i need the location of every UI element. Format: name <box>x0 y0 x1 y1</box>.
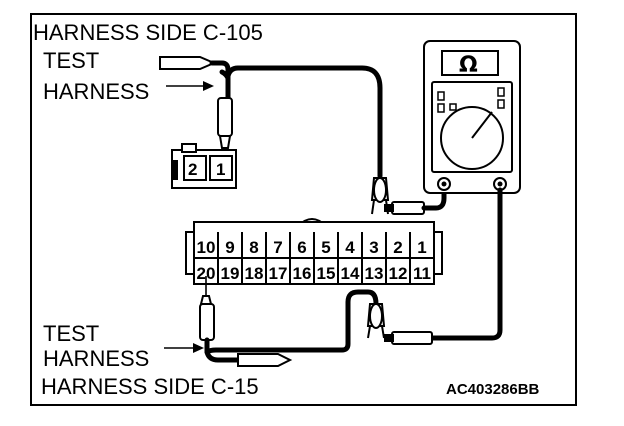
connector-pin-16: 16 <box>293 264 312 283</box>
harness-side-top-label: HARNESS SIDE C-105 <box>33 20 263 45</box>
multimeter-indicator-5 <box>449 103 457 111</box>
upper-clip-head <box>373 177 387 203</box>
bottom-harness-wire-to-clip <box>204 289 379 355</box>
connector-pin-9: 9 <box>225 238 234 257</box>
connector-pin-20: 20 <box>197 264 216 283</box>
ohm-symbol: Ω <box>459 53 478 78</box>
multimeter-indicator-3 <box>497 87 505 97</box>
connector-pin-19: 19 <box>221 264 240 283</box>
bottom-harness-probe-tip <box>199 295 213 305</box>
bottom-leader-arrow <box>164 343 204 353</box>
multimeter: Ω <box>423 40 521 194</box>
top-harness-tail-plug <box>159 56 217 70</box>
bottom-harness-probe-body <box>199 303 215 341</box>
connector-pin-7: 7 <box>273 238 282 257</box>
connector-pin-8: 8 <box>249 238 258 257</box>
small-connector-pin-cell-1 <box>209 155 233 181</box>
multimeter-indicator-4 <box>497 99 505 109</box>
connector-pin-14: 14 <box>341 264 360 283</box>
figure-code: AC403286BB <box>446 381 540 398</box>
multimeter-display <box>441 50 499 76</box>
small-connector-lock <box>181 143 197 153</box>
connector-pin-6: 6 <box>297 238 306 257</box>
multimeter-jack-right-core <box>497 181 503 187</box>
top-leader-arrow <box>166 81 214 91</box>
connector-pin-10: 10 <box>197 238 216 257</box>
lower-meter-plug-collar <box>384 334 394 342</box>
big-connector-side-right <box>433 231 443 275</box>
multimeter-jack-left-core <box>441 181 447 187</box>
small-connector-side-tab <box>172 160 178 180</box>
big-connector-side-left <box>185 231 195 275</box>
meter-lead-lower <box>366 303 433 345</box>
connector-pin-15: 15 <box>317 264 336 283</box>
connector-pin-12: 12 <box>389 264 408 283</box>
bottom-harness-tail-plug <box>237 353 293 367</box>
top-harness-probe-body <box>217 97 233 137</box>
connector-pin-11: 11 <box>413 264 431 283</box>
connector-pin-1: 1 <box>417 238 426 257</box>
connector-pin-17: 17 <box>269 264 288 283</box>
connector-pin-18: 18 <box>245 264 264 283</box>
connector-pin-3: 3 <box>369 238 378 257</box>
harness-side-bottom-label: HARNESS SIDE C-15 <box>41 374 259 399</box>
connector-pin-2: 2 <box>393 238 402 257</box>
connector-pin-4: 4 <box>345 238 355 257</box>
lower-clip-head <box>369 303 383 329</box>
upper-meter-plug-collar <box>384 204 394 212</box>
small-connector-pin-cell-2 <box>183 155 207 181</box>
test-harness-bottom-label-line2: HARNESS <box>43 346 149 371</box>
meter-lead-upper <box>370 177 447 215</box>
big-connector-bottom-row: 20 19 18 17 16 15 14 13 12 11 <box>197 258 431 284</box>
top-harness-wire-to-meter <box>225 65 383 179</box>
top-harness-probe-tip <box>218 135 232 149</box>
upper-meter-wire <box>421 181 447 211</box>
top-test-harness <box>159 56 383 179</box>
test-harness-bottom-label-line1: TEST <box>43 321 99 346</box>
lower-meter-wire <box>429 187 503 341</box>
small-connector-pin-2: 2 <box>188 160 197 179</box>
test-harness-top-label-line1: TEST <box>43 48 99 73</box>
multimeter-dial-pointer <box>471 111 493 139</box>
small-connector-c105: 2 1 <box>171 143 237 189</box>
connector-pin-13: 13 <box>365 264 384 283</box>
test-harness-top-label-line2: HARNESS <box>43 79 149 104</box>
lower-clip-prongs <box>367 325 385 339</box>
upper-meter-plug <box>391 201 425 215</box>
lower-meter-plug <box>391 331 433 345</box>
multimeter-indicator-2 <box>437 103 445 113</box>
connector-pin-5: 5 <box>321 238 330 257</box>
bottom-test-harness <box>199 276 379 367</box>
multimeter-indicator-1 <box>437 91 445 101</box>
small-connector-pin-1: 1 <box>216 160 225 179</box>
